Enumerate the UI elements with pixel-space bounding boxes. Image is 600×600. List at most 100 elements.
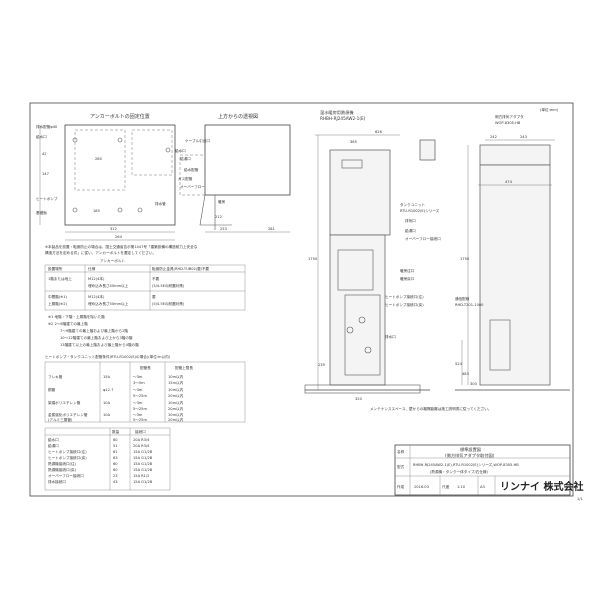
anchor-r1-c1: 埋め込み長さ40mm以上	[88, 283, 129, 288]
pipe-r6-2: 〜3m	[133, 413, 143, 417]
maintenance-note: メンテナンススペース、壁からの離隔距離は施工説明書に従ってください。	[370, 406, 491, 411]
top-transparent-view: 上方からの透視図 ケーブル引出口 給水口 給湯口 給水配管 ガス配管 オーバーフ…	[155, 113, 291, 233]
pipe-r4-3: 10m以内	[168, 400, 184, 405]
callout-drain-outlet: 排水口	[385, 334, 396, 339]
anchor-hole	[72, 137, 78, 143]
pipe-route	[199, 194, 232, 226]
callout-cable: ケーブル引出口	[185, 138, 210, 143]
conn-r2-0: ヒートポンプ接続口(往)	[48, 449, 87, 454]
anchor-hole	[117, 207, 123, 213]
conn-r7-0: 排水接続口	[48, 479, 66, 484]
callout-overflow: オーバーフロー	[180, 184, 205, 189]
pipe-r2-1: φ12.7	[103, 388, 113, 392]
conn-r5-2: 15A G1/2B	[133, 468, 153, 472]
dim-plan-f: 212	[215, 215, 222, 219]
callout-hot-outlet: 給湯口	[405, 228, 416, 233]
note-line2: 構造方法を定める件」に従い、アンカーボルトを選定してください。	[45, 250, 156, 255]
anchor-r0-c1: M12(4本)	[88, 276, 105, 281]
conn-r3-0: ヒートポンプ接続口(戻)	[48, 455, 87, 460]
callout-hp-out: ヒートポンプ接続口(往)	[385, 294, 424, 299]
callout-base: 基礎面	[36, 210, 47, 215]
dim-low-a: 239	[318, 363, 326, 367]
dim-plan-e: 280	[95, 157, 103, 161]
pipe-h3: 配管上限長	[175, 365, 193, 370]
conn-h2: 接続口	[135, 429, 146, 434]
anchor-r2-c2: 要	[152, 294, 156, 299]
side-unit-body	[479, 164, 551, 386]
dim-plan-b: 264	[115, 235, 123, 239]
pipe-r0-1: 15A	[103, 375, 111, 379]
conn-r2-2: 15A G1/2B	[133, 450, 153, 454]
anchor-col-1: 仕様	[88, 266, 96, 271]
dim-plan-h: 42	[42, 152, 47, 156]
exhaust-adapter	[419, 139, 436, 161]
pipe-table-frame	[44, 361, 246, 423]
pipe-r5-2: 5〜25m	[133, 407, 147, 411]
conn-r1-2: 20A R3/4	[133, 444, 150, 448]
tank-piping	[344, 294, 381, 376]
foot-5: 13階建て以上の最上階および最上階から4階の階	[60, 342, 139, 347]
pipe-r6-0: 金属強化ポリエチレン管	[48, 412, 88, 417]
dim-adapter-b: 243	[520, 135, 527, 139]
title-label-name: 名称	[397, 449, 405, 454]
conn-table-frame	[44, 427, 171, 491]
foot-3: 7〜9階建ての最上階および最上階から2階	[60, 328, 128, 333]
pipe-r7-2: 5〜25m	[133, 418, 147, 422]
title-line1: 標準設置図	[460, 446, 481, 453]
remote-code: RHD-T201-1000	[455, 303, 484, 307]
anchor-position-title: アンカーボルトの固定位置	[90, 113, 150, 120]
anchor-r2-c0: 中間階(※1)	[48, 294, 67, 299]
conn-r2-1: 61	[113, 450, 118, 454]
title-scale: 1:10	[457, 485, 466, 489]
pipe-r3-2: 5〜25m	[133, 394, 147, 398]
conn-r1-0: 給湯口	[48, 443, 59, 448]
heat-source-model-code: RHBH-RJ245AW2-1(E)	[320, 116, 366, 121]
callout-inlet: 給水口	[175, 148, 186, 153]
anchor-hole	[72, 207, 78, 213]
conn-r6-0: オーバーフロー接続口	[48, 473, 84, 478]
conn-r7-2: 15A G1/2B	[133, 480, 153, 484]
pipe-r6-3: 10m以内	[168, 412, 184, 417]
dim-plan-i: 147	[42, 172, 49, 176]
anchor-plan-view: アンカーボルトの固定位置 312 264 185 280 42 147 排水配管…	[36, 113, 176, 241]
rinnai-badge	[341, 159, 363, 169]
dim-plan-a: 312	[110, 227, 117, 231]
foundation	[304, 384, 421, 394]
tank-unit-label: タンクユニット	[400, 202, 426, 207]
model-line2: (熱源機・タンク一体タイプ/右仕様)	[430, 469, 489, 474]
conn-h1: 数量	[112, 429, 120, 434]
conn-r0-2: 20A R3/4	[133, 438, 150, 442]
callout-hotwater: 給湯口	[180, 156, 191, 161]
conn-r0-1: 80	[113, 438, 118, 442]
valve-icon	[358, 316, 366, 324]
dim-depth-right: 474	[505, 180, 513, 184]
pipe-r0-0: フレキ管	[48, 374, 63, 379]
foot-2: ※2 2〜6階建ての最上階	[48, 321, 88, 326]
conn-r6-2: 15A R1/2	[133, 474, 149, 478]
tank-panel	[337, 249, 374, 291]
heat-source-model-label: 温水暖房用熱源機	[320, 109, 354, 116]
dim-side-c: 300	[470, 382, 478, 386]
dim-side-a: 524	[455, 362, 463, 366]
pipe-condition-table: ヒートポンプ・タンクユニット配管条件(RTU-R1002(E)の場合)(単位:m…	[44, 354, 246, 423]
tank-unit-code: RTU-R1002(E)シリーズ	[400, 208, 440, 213]
title-block: 名称 標準設置図 (側方排気アダプタ取付図) 型式 RHBH-RJ245AW2-…	[394, 444, 583, 501]
adapter-code: WOP-8305-HB	[495, 121, 521, 125]
callout-heatpump: ヒートポンプ	[36, 196, 58, 201]
anchor-r3-c1: 埋め込み長さ50mm以上	[88, 301, 129, 306]
dim-plan-c: 281	[268, 227, 275, 231]
anchor-r3-c2: (5/4.5Eの耐震対策)	[152, 301, 185, 306]
conn-r7-1: 43	[113, 480, 118, 484]
foot-4: 10〜12階建ての最上階および上から3階の階	[60, 335, 133, 340]
pipe-table-title: ヒートポンプ・タンクユニット配管条件(RTU-R1002(E)の場合)(単位:m…	[45, 354, 171, 359]
anchor-notes: ※本製品を設置・転倒防止の場合は、国土交通省告示第1447号「建築設備の構造耐力…	[44, 244, 246, 347]
pipe-r2-3: 10m以内	[168, 387, 184, 392]
anchor-r0-c2: 不要	[152, 276, 160, 281]
tank-footprint	[74, 129, 126, 191]
callout-hp-return: ヒートポンプ接続口(戻)	[385, 302, 424, 307]
pipe-r6-1: 10A	[103, 413, 111, 417]
conn-r4-0: 熱源機接続口(往)	[48, 461, 77, 466]
anchor-plan-outline	[64, 124, 176, 226]
anchor-hole	[117, 137, 123, 143]
anchor-hole	[137, 207, 143, 213]
